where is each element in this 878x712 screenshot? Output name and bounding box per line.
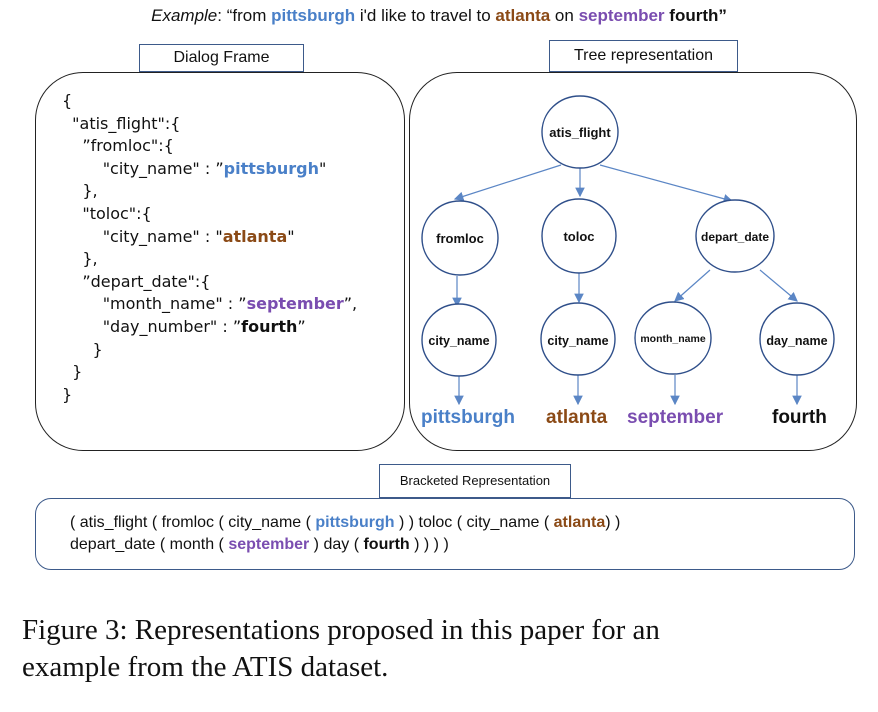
edge-root-depart-date [599,164,734,204]
json-line: "toloc":{ [62,203,152,223]
json-value: pittsburgh [223,158,319,178]
node-label-atis-flight: atis_flight [549,125,611,140]
dialog-frame-label: Dialog Frame [139,44,304,72]
dialog-frame-json: { "atis_flight":{ ”fromloc":{ "city_name… [62,90,357,406]
figure-caption: Figure 3: Representations proposed in th… [22,612,660,686]
json-line: ”depart_date":{ [62,271,211,291]
leaf-atlanta: atlanta [546,407,608,428]
json-line: "city_name" : "atlanta" [62,226,295,246]
tree-representation-label: Tree representation [549,40,738,72]
json-line: "city_name" : ”pittsburgh" [62,158,327,178]
node-atis-flight [541,95,619,169]
json-line: "day_number" : ”fourth” [62,316,306,336]
node-city-name-2 [540,302,616,376]
edge-depart-month [674,269,711,302]
node-city-name-1 [421,303,497,377]
json-line: "month_name" : ”september”, [62,294,358,314]
node-label-month-name: month_name [640,333,706,345]
edge-root-fromloc [453,164,562,202]
example-destination: atlanta [495,6,551,25]
bracketed-representation-label: Bracketed Representation [379,464,571,498]
bracketed-line-1: ( atis_flight ( fromloc ( city_name ( pi… [70,514,621,531]
node-label-day-name: day_name [766,334,827,348]
example-sentence: Example: “from pittsburgh i'd like to tr… [151,6,727,25]
node-label-city-name-2: city_name [547,334,608,348]
bracketed-line-2: depart_date ( month ( september ) day ( … [70,536,449,553]
example-lead: Example [151,6,218,25]
leaf-pittsburgh: pittsburgh [421,407,515,428]
json-line: "atis_flight":{ [62,113,181,133]
json-value: fourth [241,316,298,336]
caption-line-1: Figure 3: Representations proposed in th… [22,614,660,646]
json-line: }, [62,249,98,269]
leaf-september: september [627,407,724,428]
json-line: { [62,91,73,110]
node-toloc [541,198,617,274]
json-value: atlanta [222,226,288,246]
leaf-fourth: fourth [772,407,827,428]
node-label-city-name-1: city_name [428,334,489,348]
example-day: fourth [669,6,719,25]
json-line: ”fromloc":{ [62,136,174,156]
node-depart-date [695,199,775,273]
tree-panel [409,72,857,451]
json-value: september [246,294,344,314]
json-line: } [62,384,73,404]
caption-line-2: example from the ATIS dataset. [22,651,389,683]
bracketed-text: ( atis_flight ( fromloc ( city_name ( pi… [70,512,620,556]
node-month-name [634,301,712,375]
edge-depart-day [759,269,798,302]
node-fromloc [421,200,499,276]
node-label-toloc: toloc [563,229,594,244]
json-line: }, [62,181,98,201]
json-line: } [62,339,103,359]
json-line: } [62,362,83,382]
bracketed-panel [35,498,855,570]
example-month: september [578,6,665,25]
dialog-frame-panel [35,72,405,451]
example-origin: pittsburgh [271,6,356,25]
node-label-depart-date: depart_date [701,230,769,244]
node-label-fromloc: fromloc [436,231,484,246]
node-day-name [759,302,835,376]
